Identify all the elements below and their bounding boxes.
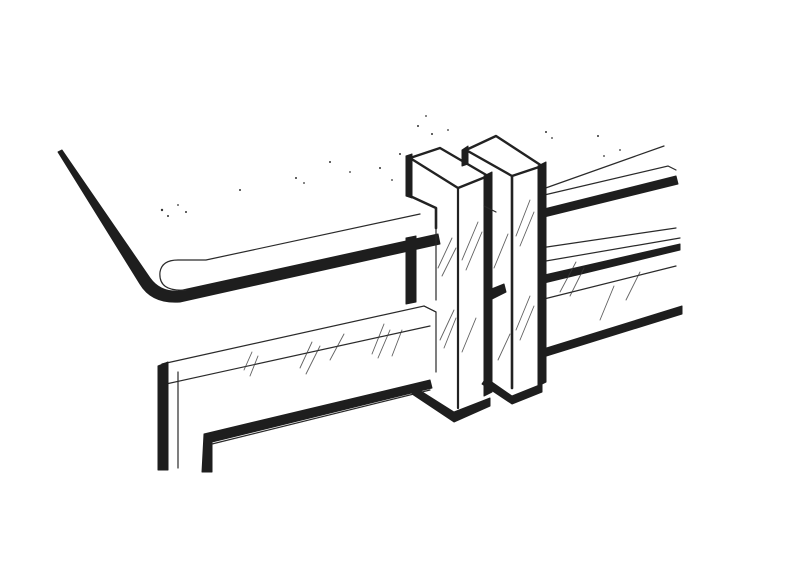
left-post <box>405 146 493 423</box>
left-rail-hatching <box>243 323 403 377</box>
right-post-side-shadow <box>537 161 547 387</box>
right-post <box>461 134 547 405</box>
tabletop-top-line <box>539 145 665 191</box>
right-post-hatching <box>493 199 535 361</box>
left-post-hatching <box>437 221 483 353</box>
tabletop-right-rim <box>539 165 677 197</box>
left-rail-underside <box>201 379 433 473</box>
right-upper-rail <box>539 227 683 359</box>
left-rail <box>157 305 437 473</box>
left-post-front-shadow <box>405 153 413 199</box>
tabletop-speckles <box>160 115 621 217</box>
right-post-notch <box>483 283 507 387</box>
left-leg <box>157 361 169 471</box>
right-post-back-edge <box>461 145 469 167</box>
right-post-foot <box>481 377 543 405</box>
tabletop-rim-line <box>159 213 421 291</box>
left-post-notch <box>405 235 417 305</box>
tabletop <box>57 115 679 303</box>
left-post-foot <box>411 387 491 423</box>
tabletop-front-edge <box>57 149 441 303</box>
